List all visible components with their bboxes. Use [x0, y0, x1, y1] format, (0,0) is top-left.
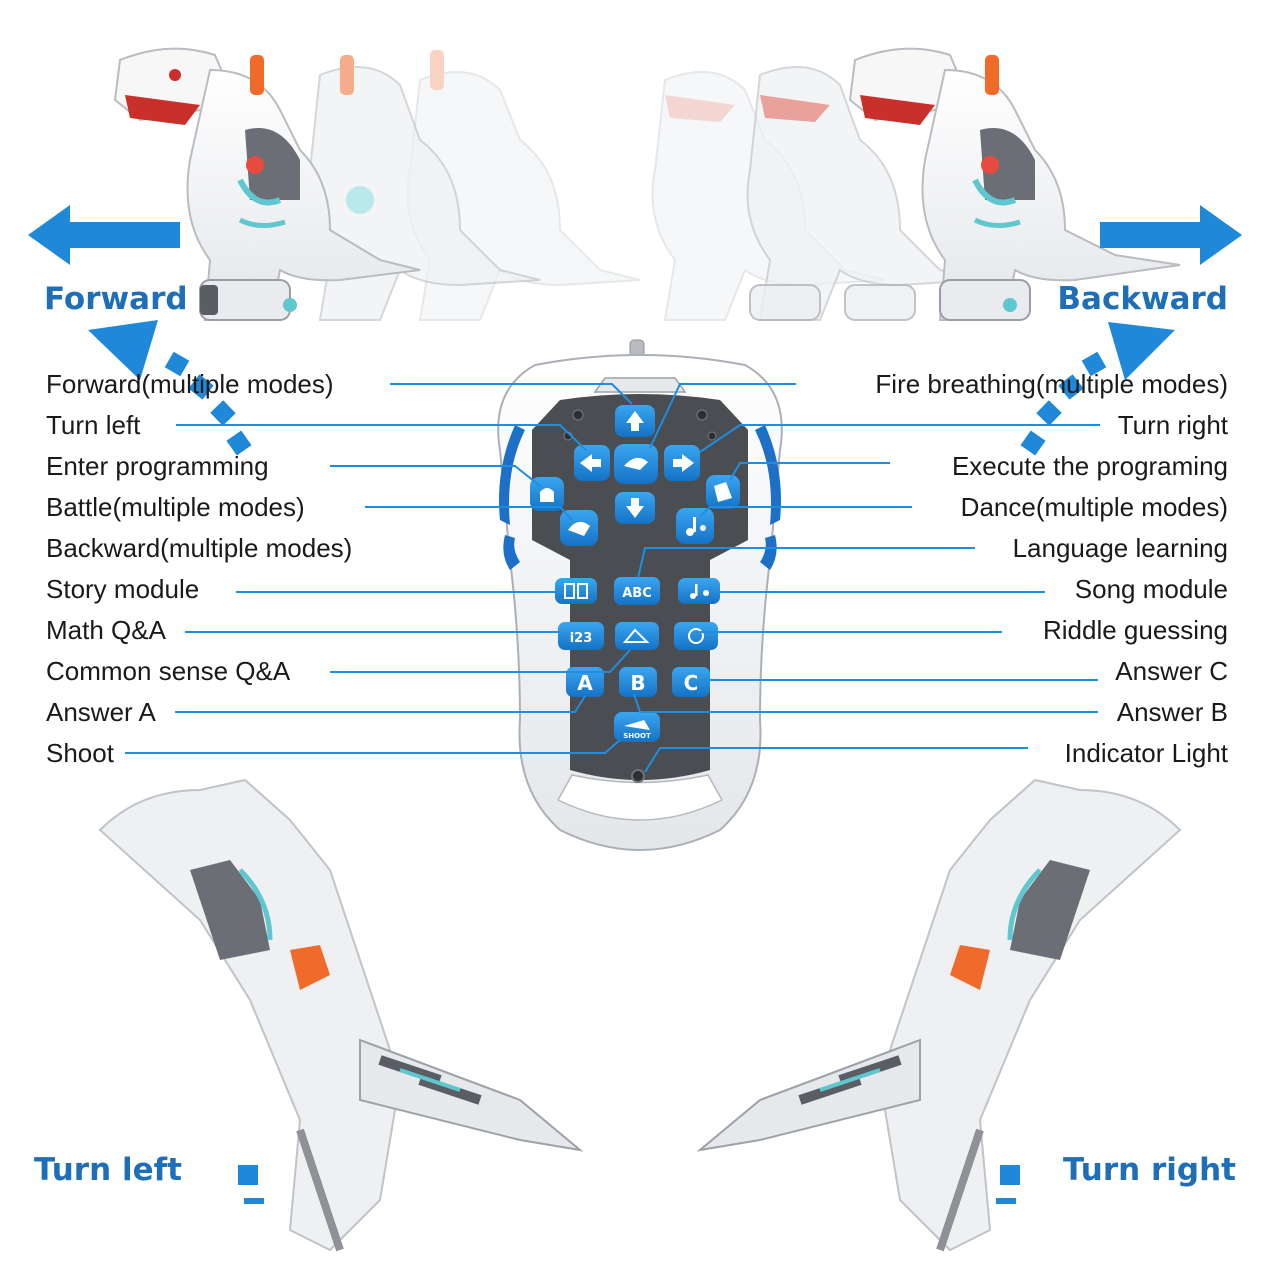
callout-turn-left: Turn left — [46, 410, 141, 440]
forward-arrow-icon — [28, 205, 180, 265]
turn-right-label: Turn right — [1063, 1152, 1236, 1188]
callout-answer-b: Answer B — [1116, 697, 1228, 727]
forward-label: Forward — [44, 281, 188, 317]
callout-enter-programming: Enter programming — [46, 451, 269, 481]
backward-arrow-icon — [1100, 205, 1242, 265]
common-sense-qa-button[interactable] — [615, 622, 659, 650]
math-key-label: i23 — [570, 631, 593, 646]
callout-answer-a: Answer A — [46, 697, 156, 727]
callout-riddle-guessing: Riddle guessing — [1042, 615, 1228, 645]
answer-a-button[interactable] — [566, 667, 604, 697]
callout-answer-c: Answer C — [1115, 656, 1228, 686]
callout-shoot: Shoot — [46, 738, 114, 768]
callout-battle-modes: Battle(multiple modes) — [46, 492, 305, 522]
callout-indicator-light: Indicator Light — [1064, 738, 1228, 768]
dino-group-forward — [113, 47, 641, 321]
story-module-button[interactable] — [555, 578, 597, 604]
callout-math-qa: Math Q&A — [46, 615, 166, 645]
dino-group-backward — [651, 47, 1181, 321]
answer-c-key-label: C — [684, 671, 699, 695]
callout-story-module: Story module — [46, 574, 200, 604]
callout-turn-right: Turn right — [1117, 410, 1228, 440]
callout-common-sense-qa: Common sense Q&A — [46, 656, 291, 686]
riddle-guessing-button[interactable] — [674, 622, 718, 650]
answer-b-button[interactable] — [619, 667, 657, 697]
dpad — [574, 405, 700, 524]
callout-lines-right — [633, 383, 1100, 773]
answer-a-key-label: A — [577, 671, 593, 695]
shoot-key-label: SHOOT — [623, 732, 651, 740]
callout-dance-modes: Dance(multiple modes) — [960, 492, 1228, 522]
turn-left-label: Turn left — [34, 1152, 182, 1188]
callout-language-learning: Language learning — [1012, 533, 1228, 563]
language-learning-button[interactable] — [614, 577, 660, 605]
callout-lines-left — [125, 383, 633, 754]
song-module-button[interactable] — [678, 578, 720, 604]
answer-b-key-label: B — [630, 671, 645, 695]
turn-right-arrow-icon — [996, 322, 1175, 1204]
remote-control: ABC i23 A B C SHOOT — [497, 339, 783, 851]
abc-key-label: ABC — [622, 586, 652, 601]
backward-label: Backward — [1057, 281, 1228, 317]
callout-song-module: Song module — [1074, 574, 1228, 604]
turn-left-arrow-icon — [88, 320, 264, 1204]
callout-backward-modes: Backward(multiple modes) — [46, 533, 353, 563]
indicator-light — [631, 769, 645, 783]
dino-turn-left — [98, 778, 584, 1252]
callout-fire-breathing: Fire breathing(multiple modes) — [875, 369, 1228, 399]
math-qa-button[interactable] — [558, 622, 604, 650]
answer-c-button[interactable] — [672, 667, 710, 697]
dino-turn-right — [696, 778, 1182, 1252]
callout-forward-modes: Forward(multiple modes) — [46, 369, 334, 399]
callout-execute-programming: Execute the programing — [951, 451, 1228, 481]
